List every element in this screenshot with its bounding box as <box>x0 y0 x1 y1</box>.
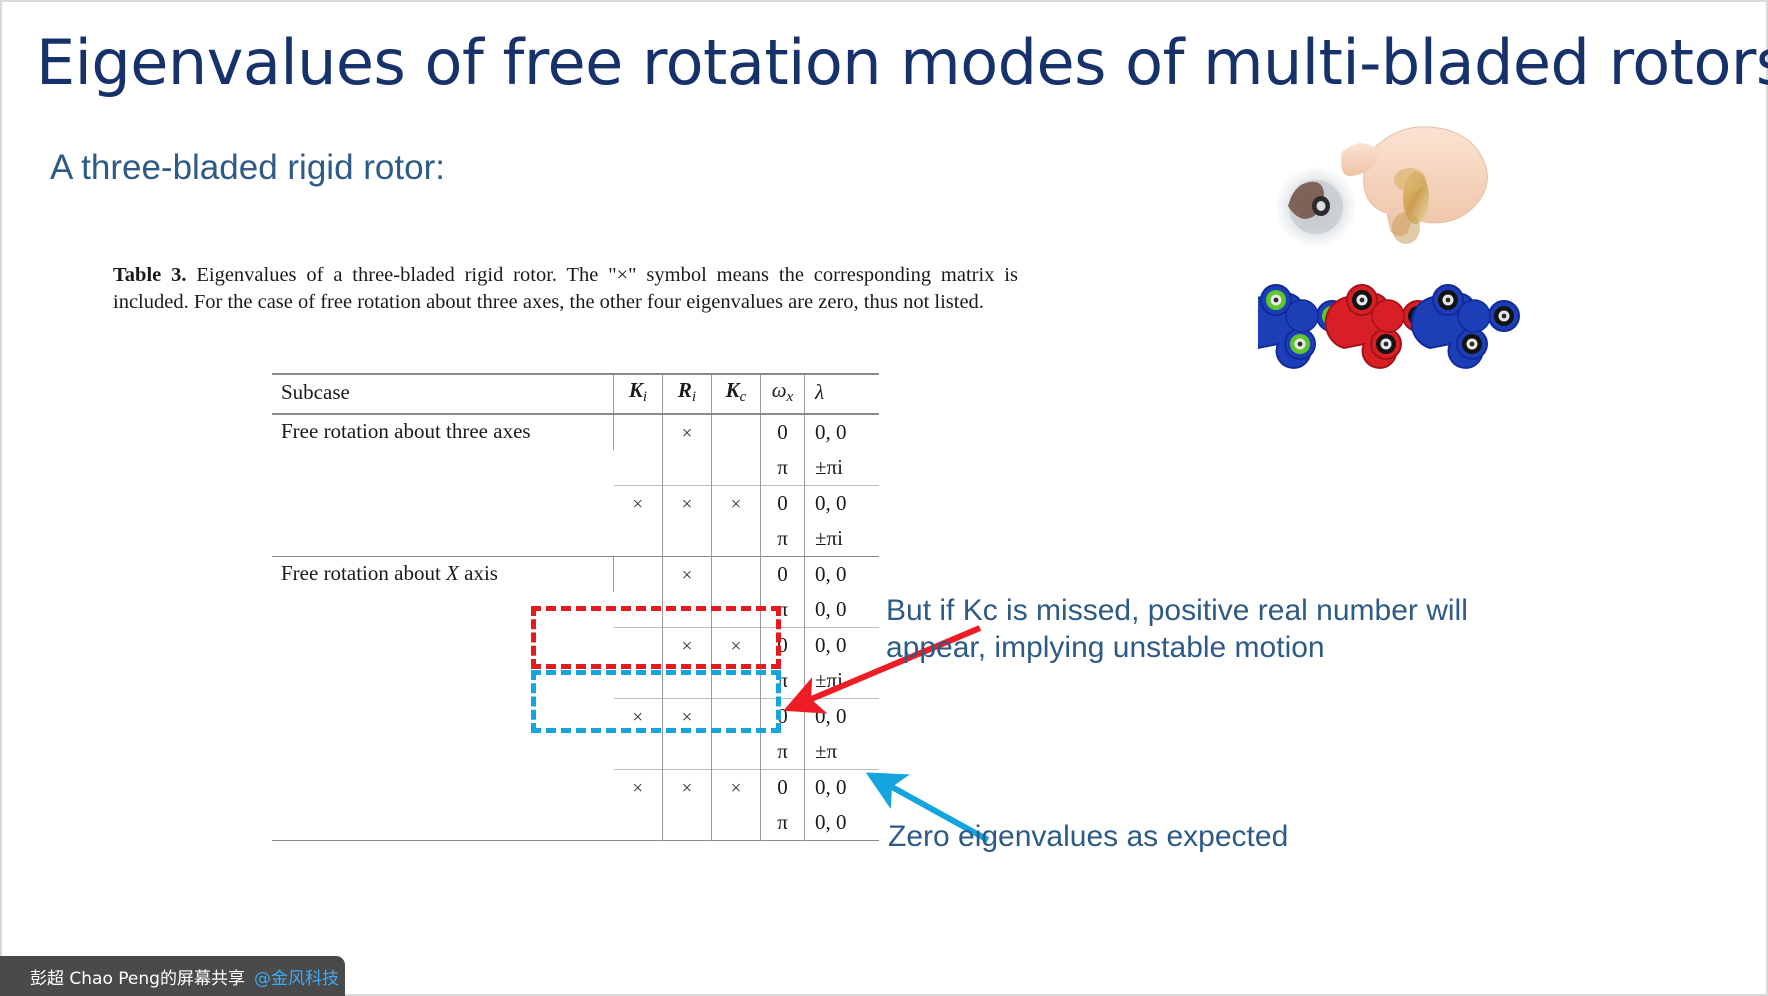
highlight-box-red <box>531 606 781 669</box>
cell-omega: π <box>760 805 805 841</box>
cell-ki: × <box>613 485 663 521</box>
cell-omega: 0 <box>760 556 805 592</box>
spinner-blue-black <box>1410 284 1520 369</box>
share-bar-tag: @金风科技 <box>253 968 339 989</box>
cell-lambda: 0, 0 <box>804 698 879 734</box>
cell-ri <box>662 805 712 841</box>
cell-lambda: 0, 0 <box>804 414 879 450</box>
cell-ri: × <box>662 485 712 521</box>
cell-ri <box>662 521 712 557</box>
cell-kc: × <box>711 627 761 663</box>
cell-ki <box>614 450 663 486</box>
cell-omega: 0 <box>760 769 805 805</box>
cell-lambda: 0, 0 <box>804 592 879 628</box>
cell-omega: 0 <box>760 485 805 521</box>
cell-ki <box>614 521 663 557</box>
header-lambda: λ <box>804 373 879 415</box>
cell-ri <box>662 450 712 486</box>
cell-lambda: 0, 0 <box>804 805 879 841</box>
cell-ri: × <box>662 769 712 805</box>
annotation-red-text: But if Kc is missed, positive real numbe… <box>886 594 1468 665</box>
cell-lambda: ±πi <box>804 663 879 699</box>
cell-omega: π <box>760 450 805 486</box>
cell-kc <box>711 734 761 770</box>
hand-spinning-icon <box>1276 126 1488 247</box>
table-row: × × × 0 0, 0 <box>272 485 879 521</box>
table-bottom-rule <box>272 840 879 849</box>
cell-ki <box>613 556 663 592</box>
cell-ki <box>613 414 663 450</box>
page-title: Eigenvalues of free rotation modes of mu… <box>36 26 1768 99</box>
table-row: π ±πi <box>272 450 879 486</box>
cell-ri: × <box>662 556 712 592</box>
cell-ki <box>614 734 663 770</box>
cell-lambda: 0, 0 <box>804 769 879 805</box>
screen-share-bar[interactable]: 彭超 Chao Peng的屏幕共享 @金风科技 <box>0 956 345 996</box>
share-bar-text: 彭超 Chao Peng的屏幕共享 <box>30 968 245 989</box>
table-row: π ±πi <box>272 521 879 557</box>
slide-subtitle: A three-bladed rigid rotor: <box>50 148 445 187</box>
cell-lambda: 0, 0 <box>804 627 879 663</box>
cell-omega: 0 <box>760 414 805 450</box>
table-caption: Table 3. Eigenvalues of a three-bladed r… <box>113 262 1018 316</box>
header-omega-x: ωx <box>760 373 805 415</box>
cell-ri: × <box>662 627 712 663</box>
header-ki: Ki <box>613 373 663 415</box>
cell-ki <box>614 805 663 841</box>
cell-kc <box>711 450 761 486</box>
table-row: Free rotation about X axis × 0 0, 0 <box>272 556 879 841</box>
cell-kc <box>711 805 761 841</box>
annotation-blue-text: Zero eigenvalues as expected <box>888 820 1289 853</box>
header-kc: Kc <box>711 373 761 415</box>
cell-lambda: ±πi <box>804 521 879 557</box>
fidget-spinner-photo <box>1258 126 1520 369</box>
header-subcase: Subcase <box>272 373 614 415</box>
eigenvalue-table: Subcase Ki Ri Kc ωx λ Free rotation abou… <box>272 373 879 849</box>
table-row-highlight-blue: π 0, 0 <box>272 805 879 841</box>
cell-lambda: ±π <box>804 734 879 770</box>
cell-omega: π <box>760 521 805 557</box>
cell-ki: × <box>613 769 663 805</box>
cell-subcase-x-axis: Free rotation about X axis <box>272 556 614 841</box>
cell-omega: π <box>760 734 805 770</box>
table-caption-label: Table 3. <box>113 264 187 286</box>
highlight-box-blue <box>531 670 781 733</box>
cell-kc: × <box>711 769 761 805</box>
table-caption-text: Eigenvalues of a three-bladed rigid roto… <box>113 264 1018 314</box>
cell-kc <box>711 521 761 557</box>
cell-kc <box>711 556 761 592</box>
cell-ki <box>613 627 663 663</box>
cell-ri: × <box>662 414 712 450</box>
cell-ri <box>662 734 712 770</box>
cell-kc: × <box>711 485 761 521</box>
table-header-row: Subcase Ki Ri Kc ωx λ <box>272 373 879 415</box>
table-row-highlight-red: π ±π <box>272 734 879 770</box>
table-row: Free rotation about three axes × 0 0, 0 <box>272 414 879 450</box>
cell-lambda: 0, 0 <box>804 556 879 592</box>
cell-lambda: ±πi <box>804 450 879 486</box>
cell-lambda: 0, 0 <box>804 485 879 521</box>
cell-kc <box>711 414 761 450</box>
header-ri: Ri <box>662 373 712 415</box>
cell-subcase-three-axes: Free rotation about three axes <box>281 419 531 443</box>
